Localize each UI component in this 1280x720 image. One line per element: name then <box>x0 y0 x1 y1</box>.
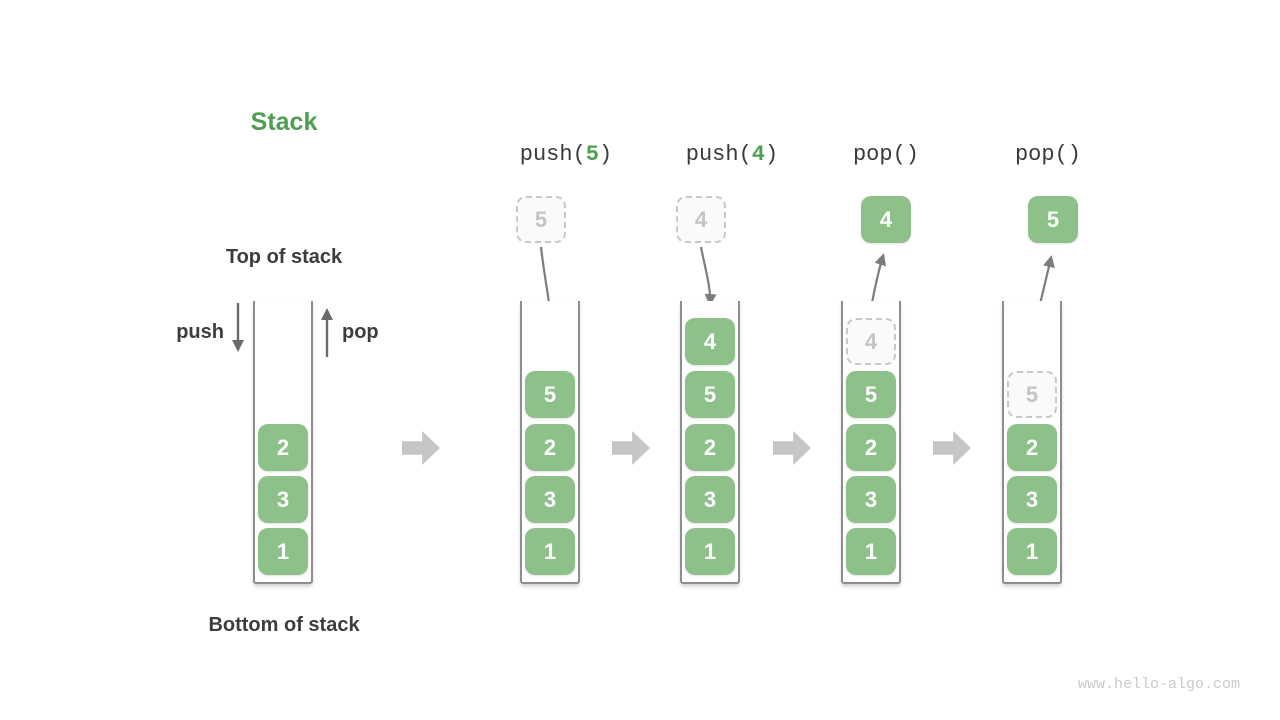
diagram-title: Stack <box>250 108 318 136</box>
stack-cell: 5 <box>846 371 896 418</box>
stack-cell: 2 <box>258 424 308 471</box>
op-prefix: push( <box>519 142 586 167</box>
stack-cell: 5 <box>685 371 735 418</box>
next-state-arrow-icon <box>402 431 440 465</box>
pop-label: pop <box>342 321 379 343</box>
popped-value-box: 4 <box>861 196 911 243</box>
stack-cell: 1 <box>1007 528 1057 575</box>
stack-cell-ghost: 5 <box>1007 371 1057 418</box>
op-suffix: ) <box>765 142 779 167</box>
op-suffix: ) <box>599 142 613 167</box>
stack-cell: 2 <box>846 424 896 471</box>
stack-cell: 1 <box>685 528 735 575</box>
stack-cell: 3 <box>1007 476 1057 523</box>
op-prefix: push( <box>685 142 752 167</box>
op-argument: 5 <box>585 142 599 167</box>
push-label: push <box>176 321 224 343</box>
incoming-value-box: 5 <box>516 196 566 243</box>
stack-cell: 1 <box>258 528 308 575</box>
op-prefix: pop() <box>852 142 919 167</box>
next-state-arrow-icon <box>773 431 811 465</box>
stack-cell: 5 <box>525 371 575 418</box>
top-of-stack-label: Top of stack <box>225 246 343 268</box>
next-state-arrow-icon <box>612 431 650 465</box>
push-4-arrow <box>699 246 717 306</box>
stack-cell: 2 <box>685 424 735 471</box>
operation-label-push-4: push(4) <box>672 142 792 167</box>
operation-label-push-5: push(5) <box>506 142 626 167</box>
stack-cell: 3 <box>258 476 308 523</box>
watermark: www.hello-algo.com <box>1077 676 1240 693</box>
incoming-value-box: 4 <box>676 196 726 243</box>
stack-cell: 3 <box>525 476 575 523</box>
stack-cell-ghost: 4 <box>846 318 896 365</box>
stack-cell: 1 <box>525 528 575 575</box>
op-prefix: pop() <box>1014 142 1081 167</box>
bottom-of-stack-label: Bottom of stack <box>208 614 360 636</box>
stack-cell: 2 <box>525 424 575 471</box>
stack-cell: 1 <box>846 528 896 575</box>
stack-cell: 3 <box>685 476 735 523</box>
stack-cell: 4 <box>685 318 735 365</box>
op-argument: 4 <box>751 142 765 167</box>
stack-cell: 2 <box>1007 424 1057 471</box>
operation-label-pop-1: pop() <box>826 142 946 167</box>
stack-cell: 3 <box>846 476 896 523</box>
popped-value-box: 5 <box>1028 196 1078 243</box>
next-state-arrow-icon <box>933 431 971 465</box>
operation-label-pop-2: pop() <box>988 142 1108 167</box>
